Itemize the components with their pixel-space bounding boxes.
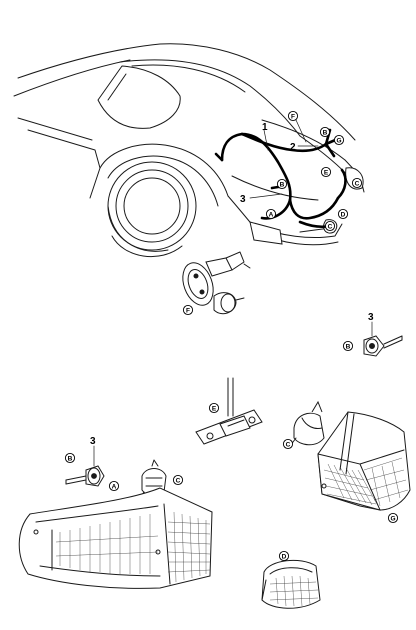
callout-g-car: G — [333, 134, 345, 146]
callout-e-car: E — [320, 166, 332, 178]
reverse-lamp-d — [261, 559, 321, 609]
label-number-3-right: 3 — [368, 312, 374, 323]
bulb-holder-c-center — [289, 400, 325, 447]
svg-text:D: D — [282, 553, 287, 560]
side-lamp-g — [317, 411, 411, 511]
callout-c-car-2: C — [324, 220, 336, 232]
svg-text:D: D — [341, 211, 346, 218]
leader-lines — [93, 119, 373, 467]
wiring-harness — [214, 128, 347, 229]
svg-text:F: F — [186, 307, 190, 314]
svg-text:B: B — [323, 129, 328, 136]
svg-text:E: E — [212, 405, 217, 412]
label-number-3-car: 3 — [240, 194, 246, 205]
svg-text:A: A — [269, 211, 274, 218]
callout-f-lamp: F — [182, 304, 194, 316]
callout-g-part: G — [387, 512, 399, 524]
callout-d-car: D — [337, 208, 349, 220]
callout-f-top: F — [287, 110, 299, 122]
svg-text:B: B — [280, 181, 285, 188]
callout-b-right: B — [342, 340, 354, 352]
svg-text:C: C — [286, 441, 291, 448]
callout-e-part: E — [208, 402, 220, 414]
lamp-f-assembly — [182, 251, 251, 315]
license-lamp-e — [195, 377, 263, 445]
callout-b-left: B — [64, 452, 76, 464]
label-number-3-left: 3 — [90, 436, 96, 447]
bulb-socket-b-right — [363, 335, 403, 357]
callout-c-left: C — [172, 474, 184, 486]
svg-text:B: B — [346, 343, 351, 350]
svg-text:B: B — [68, 455, 73, 462]
svg-text:G: G — [336, 137, 341, 144]
label-number-1: 1 — [262, 122, 268, 133]
svg-text:C: C — [328, 223, 333, 230]
svg-text:A: A — [112, 483, 117, 490]
tail-lamp-a — [18, 487, 213, 589]
svg-text:E: E — [324, 169, 329, 176]
svg-text:C: C — [176, 477, 181, 484]
bulb-socket-b-left — [65, 465, 105, 487]
svg-text:G: G — [390, 515, 395, 522]
callout-d-part: D — [278, 550, 290, 562]
callout-c-car: C — [351, 177, 363, 189]
callout-a-part: A — [108, 480, 120, 492]
svg-text:F: F — [291, 113, 295, 120]
label-number-2: 2 — [290, 142, 296, 153]
callout-a-car: A — [265, 208, 277, 220]
callout-b-car: B — [319, 126, 331, 138]
svg-text:C: C — [355, 180, 360, 187]
callout-c-part: C — [282, 438, 294, 450]
callout-b-car-2: B — [276, 178, 288, 190]
